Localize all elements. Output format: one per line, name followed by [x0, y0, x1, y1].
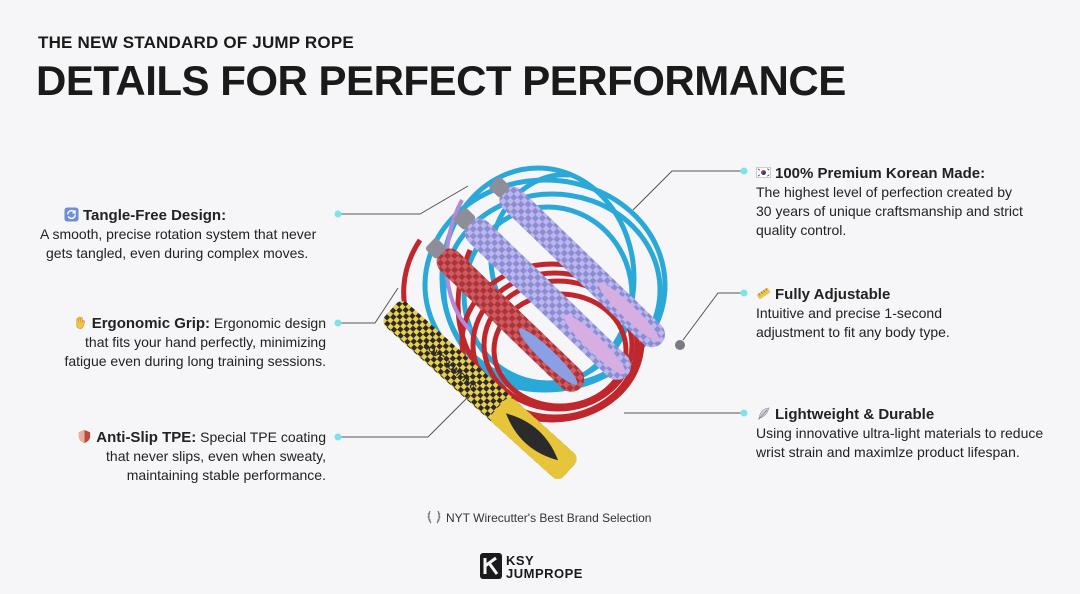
feature-title: Fully Adjustable — [775, 286, 891, 303]
handle-yellow: LOVE JUMPING — [383, 301, 577, 479]
handle-lavender-front — [453, 207, 631, 380]
feature-desc-line: quality control. — [756, 222, 847, 238]
feature-desc-line: adjustment to fit any body type. — [756, 324, 950, 340]
feature-title: Ergonomic Grip: — [91, 315, 211, 332]
feature-desc-line: gets tangled, even during complex moves. — [46, 245, 309, 261]
feature-title: 100% Premium Korean Made: — [775, 165, 986, 182]
laurel-icon — [427, 510, 441, 524]
brand-logo: KSY JUMPROPE — [480, 553, 582, 584]
feature-desc-line: Using innovative ultra-light materials t… — [756, 425, 1044, 441]
feature-title: Tangle-Free Design: — [83, 207, 227, 224]
callout-dots — [334, 167, 748, 441]
ksy-logo-icon — [480, 553, 502, 579]
feature-lightweight: Lightweight & Durable Using innovative u… — [756, 405, 1076, 462]
feature-desc-line: Intuitive and precise 1-second — [756, 305, 942, 321]
adjust-knob — [675, 340, 685, 350]
feature-title: Lightweight & Durable — [775, 406, 935, 423]
award-text: NYT Wirecutter's Best Brand Selection — [446, 511, 652, 525]
handle-lavender-back — [489, 176, 665, 348]
callout-lines — [338, 170, 744, 438]
feature-desc-line: The highest level of perfection created … — [756, 184, 1013, 200]
handle-red — [425, 238, 585, 392]
page-title: DETAILS FOR PERFECT PERFORMANCE — [36, 57, 846, 104]
feather-icon — [758, 407, 770, 421]
feature-anti-slip: Anti-Slip TPE: Special TPE coating that … — [40, 428, 326, 485]
logo-line-1: KSY — [506, 553, 535, 568]
hand-icon — [76, 316, 85, 329]
feature-desc-line: A smooth, precise rotation system that n… — [40, 226, 317, 242]
feature-desc-line: fatigue even during long training sessio… — [64, 353, 326, 369]
feature-desc-line: that fits your hand perfectly, minimizin… — [85, 334, 326, 350]
ruler-icon — [756, 287, 771, 300]
feature-desc-line: 30 years of unique craftsmanship and str… — [756, 203, 1023, 219]
feature-korean-made: 100% Premium Korean Made: The highest le… — [756, 164, 1066, 240]
feature-desc-line: that never slips, even when sweaty, — [106, 448, 326, 464]
feature-desc-inline: Special TPE coating — [196, 429, 326, 445]
korea-flag-icon — [756, 167, 771, 178]
feature-desc-line: wrist strain and maximlze product lifesp… — [756, 444, 1020, 460]
refresh-icon — [64, 207, 79, 222]
eyebrow-heading: THE NEW STANDARD OF JUMP ROPE — [38, 33, 354, 52]
feature-title: Anti-Slip TPE: — [96, 429, 197, 446]
shield-icon — [79, 429, 91, 444]
feature-tangle-free: Tangle-Free Design: A smooth, precise ro… — [40, 206, 326, 263]
feature-desc-line: maintaining stable performance. — [126, 467, 326, 483]
feature-desc-inline: Ergonomic design — [210, 315, 326, 331]
blue-rope — [422, 165, 668, 393]
feature-adjustable: Fully Adjustable Intuitive and precise 1… — [756, 285, 1066, 342]
feature-ergonomic-grip: Ergonomic Grip: Ergonomic design that fi… — [40, 314, 326, 371]
logo-line-2: JUMPROPE — [506, 566, 583, 581]
award-badge: NYT Wirecutter's Best Brand Selection — [426, 509, 651, 525]
